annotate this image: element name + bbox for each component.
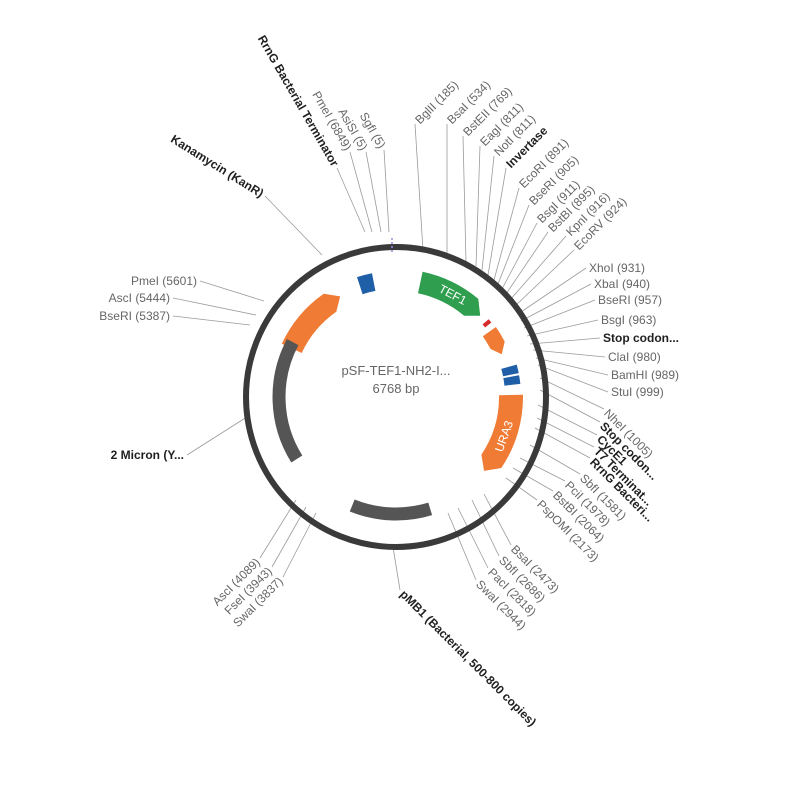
leader-bsgi-911-37 bbox=[501, 222, 538, 290]
plasmid-name: pSF-TEF1-NH2-I... bbox=[341, 363, 450, 378]
leader-sbfi-2686-15 bbox=[471, 499, 500, 557]
leader-2-micron-y-8 bbox=[186, 414, 251, 456]
leader-pmei-6849-1 bbox=[349, 151, 373, 233]
site-label-pmb1-bacterial-500-800-copies-12[interactable]: pMB1 (Bacterial, 500-800 copies) bbox=[397, 587, 539, 729]
site-label-stui-999-26[interactable]: StuI (999) bbox=[611, 385, 664, 399]
leader-bseri-957-31 bbox=[523, 299, 596, 329]
leader-bglii-185-45 bbox=[414, 123, 424, 251]
leader-ecori-891-39 bbox=[493, 187, 520, 281]
leader-fsei-3943-10 bbox=[271, 506, 307, 568]
leader-kanamycin-kanr-4 bbox=[264, 195, 323, 256]
leader-clai-980-28 bbox=[532, 349, 606, 358]
feature-ura3 bbox=[481, 394, 524, 471]
site-label-bamhi-989-27[interactable]: BamHI (989) bbox=[611, 368, 679, 382]
site-label-bsgi-963-30[interactable]: BsgI (963) bbox=[601, 313, 656, 327]
site-label-asci-5444-6[interactable]: AscI (5444) bbox=[109, 291, 170, 305]
leader-noti-811-41 bbox=[481, 155, 495, 271]
feature-pmb1-bacterial-500-800-copies bbox=[349, 499, 433, 521]
site-label-stop-codon-29[interactable]: Stop codon... bbox=[603, 331, 679, 345]
site-label-kanamycin-kanr-4[interactable]: Kanamycin (KanR) bbox=[168, 132, 266, 200]
feature-rrng-bacteri-2 bbox=[501, 364, 519, 377]
feature-stop-codon bbox=[482, 319, 492, 328]
site-label-bseri-957-31[interactable]: BseRI (957) bbox=[598, 293, 662, 307]
leader-stop-codon-29 bbox=[529, 337, 601, 345]
leader-bsteii-769-43 bbox=[462, 135, 467, 263]
leader-sgfi-5-3 bbox=[383, 149, 390, 233]
feature-2-micron-y bbox=[272, 339, 303, 463]
leader-bamhi-989-27 bbox=[535, 357, 609, 376]
feature-tef1 bbox=[418, 271, 481, 316]
leader-pmei-5601-5 bbox=[199, 280, 265, 302]
leader-bsai-2473-16 bbox=[483, 493, 512, 546]
feature-rrng-bacterial-terminator bbox=[357, 273, 376, 295]
site-label-xbai-940-32[interactable]: XbaI (940) bbox=[594, 277, 650, 291]
feature-t7-terminat bbox=[503, 375, 521, 386]
leader-stui-999-26 bbox=[537, 364, 609, 393]
leader-xhoi-931-33 bbox=[517, 267, 587, 315]
leader-invertase-40 bbox=[487, 167, 507, 276]
leader-swai-2944-13 bbox=[447, 512, 477, 581]
leader-xbai-940-32 bbox=[520, 283, 592, 322]
site-label-bseri-5387-7[interactable]: BseRI (5387) bbox=[99, 309, 170, 323]
site-label-2-micron-y-8[interactable]: 2 Micron (Y... bbox=[111, 448, 184, 462]
leader-pcii-1978-19 bbox=[519, 457, 566, 482]
leader-paci-2818-14 bbox=[457, 507, 489, 569]
leader-rrng-bacterial-terminator-0 bbox=[336, 167, 366, 233]
leader-nhei-1005-25 bbox=[539, 377, 605, 410]
leader-stop-codon-24 bbox=[539, 389, 601, 423]
leader-bsgi-963-30 bbox=[526, 319, 599, 337]
leader-bstbi-2064-18 bbox=[512, 467, 554, 492]
leader-eagi-811-42 bbox=[475, 145, 481, 267]
feature-invertase bbox=[482, 327, 505, 355]
leader-kpni-916-35 bbox=[509, 235, 567, 301]
leader-pmb1-bacterial-500-800-copies-12 bbox=[392, 546, 401, 591]
leader-asci-4089-9 bbox=[259, 499, 297, 559]
leader-bseri-5387-7 bbox=[172, 315, 251, 326]
site-label-xhoi-931-33[interactable]: XhoI (931) bbox=[589, 261, 645, 275]
site-label-clai-980-28[interactable]: ClaI (980) bbox=[608, 350, 661, 364]
leader-pspomi-2173-17 bbox=[505, 477, 538, 501]
plasmid-backbone bbox=[243, 244, 549, 550]
plasmid-size: 6768 bp bbox=[373, 381, 420, 396]
leader-asci-5444-6 bbox=[172, 297, 257, 316]
leader-asisi-5-2 bbox=[365, 151, 382, 233]
leader-bseri-905-38 bbox=[497, 204, 530, 285]
leader-ecorv-924-34 bbox=[513, 249, 575, 308]
feature-kanamycin-kanr bbox=[281, 293, 341, 353]
leader-bstbi-895-36 bbox=[505, 231, 549, 295]
site-label-pmei-5601-5[interactable]: PmeI (5601) bbox=[131, 274, 197, 288]
